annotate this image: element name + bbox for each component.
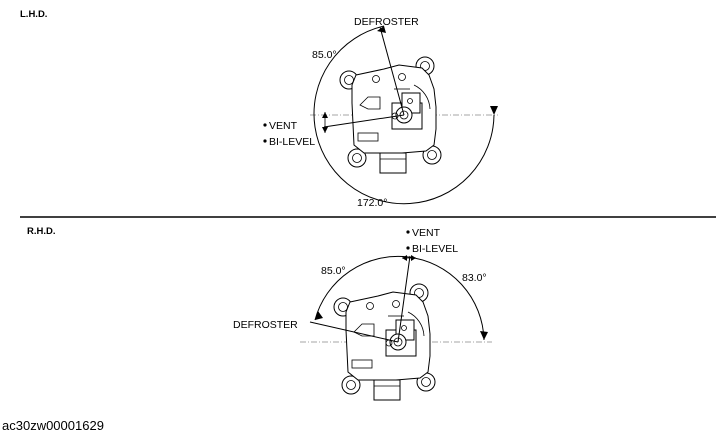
lhd-defroster-lever-line bbox=[379, 26, 405, 116]
lhd-angle-85-label: 85.0° bbox=[312, 49, 337, 61]
rhd-defroster-lever-line bbox=[309, 321, 399, 343]
lhd-angle-172-label: 172.0° bbox=[357, 197, 387, 209]
rhd-vent-label: VENT bbox=[412, 227, 441, 239]
rhd-section-title: R.H.D. bbox=[27, 226, 56, 237]
lhd-angle-arc-172 bbox=[313, 25, 495, 205]
lhd-arc-arrowhead-top bbox=[377, 26, 386, 33]
rhd-bilevel-bullet bbox=[406, 246, 410, 250]
lhd-bilevel-label: BI-LEVEL bbox=[269, 136, 315, 148]
rhd-section: R.H.D. VENT BI-LEVEL 85.0° 83.0° DEFROST… bbox=[27, 226, 492, 401]
lhd-section: L.H.D. DEFROSTER 85.0° VENT BI-LEVEL 172… bbox=[20, 9, 498, 209]
rhd-arc-arrowhead-right bbox=[480, 331, 488, 340]
figure-caption: ac30zw00001629 bbox=[2, 418, 104, 433]
rhd-actuator bbox=[333, 283, 436, 401]
rhd-angle-83-label: 83.0° bbox=[462, 272, 487, 284]
lhd-defroster-label: DEFROSTER bbox=[354, 16, 419, 28]
lhd-vent-arrowhead-down bbox=[322, 127, 328, 133]
rhd-angle-arc bbox=[314, 255, 485, 341]
rhd-angle-85-label: 85.0° bbox=[321, 265, 346, 277]
lhd-bilevel-bullet bbox=[263, 139, 267, 143]
lhd-vent-lever-line bbox=[323, 114, 405, 128]
lhd-vent-bullet bbox=[263, 123, 267, 127]
lhd-vent-label: VENT bbox=[269, 120, 298, 132]
lhd-actuator bbox=[339, 56, 442, 174]
lhd-arc-arrowhead-right bbox=[490, 106, 498, 115]
rhd-vent-bullet bbox=[406, 230, 410, 234]
rhd-vent-arrowhead-left bbox=[402, 255, 407, 261]
rhd-vent-lever-line bbox=[397, 255, 411, 343]
rhd-bilevel-label: BI-LEVEL bbox=[412, 243, 458, 255]
rhd-defroster-label: DEFROSTER bbox=[233, 319, 298, 331]
rhd-vent-arrowhead-right bbox=[411, 255, 416, 261]
rhd-arc-arrowhead-left bbox=[315, 311, 323, 320]
lhd-vent-arrowhead-up bbox=[322, 112, 328, 118]
lhd-section-title: L.H.D. bbox=[20, 9, 47, 20]
